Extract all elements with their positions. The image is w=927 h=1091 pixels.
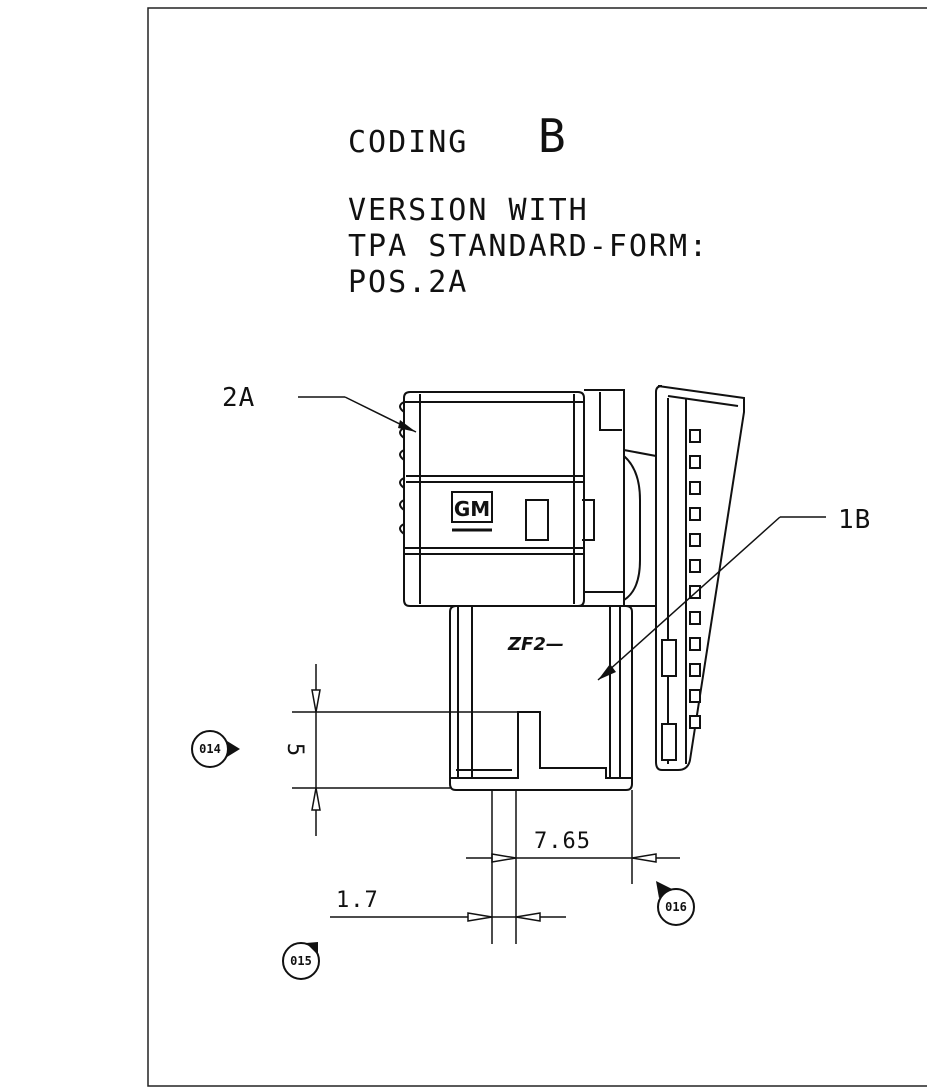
coding-letter: B bbox=[538, 109, 566, 163]
tpa-rail bbox=[655, 385, 745, 771]
dim-label-5: 5 bbox=[282, 743, 307, 757]
dim-label-1-7: 1.7 bbox=[336, 888, 379, 913]
svg-text:016: 016 bbox=[665, 900, 687, 914]
version-line-3: POS.2A bbox=[348, 265, 468, 300]
svg-text:GM: GM bbox=[454, 497, 490, 521]
coding-label: CODING bbox=[348, 125, 468, 160]
callout-2a: 2A bbox=[222, 383, 255, 413]
leader-2a bbox=[298, 396, 417, 433]
version-line-2: TPA STANDARD-FORM: bbox=[348, 229, 709, 264]
gm-logo: GM bbox=[451, 491, 493, 532]
svg-text:014: 014 bbox=[199, 742, 221, 756]
bubble-014: 014 bbox=[191, 730, 240, 768]
callout-1b: 1B bbox=[838, 505, 871, 535]
dimension-1-7 bbox=[330, 790, 566, 944]
svg-text:015: 015 bbox=[290, 954, 312, 968]
bubble-016: 016 bbox=[656, 881, 695, 926]
leader-1b bbox=[597, 516, 826, 681]
window-slot bbox=[525, 499, 549, 541]
dimension-5 bbox=[292, 664, 520, 836]
version-line-1: VERSION WITH bbox=[348, 193, 589, 228]
part-marking: ZF2— bbox=[507, 634, 564, 655]
dimension-7-65 bbox=[466, 790, 680, 944]
dim-label-7-65: 7.65 bbox=[534, 829, 591, 854]
bubble-015: 015 bbox=[282, 942, 320, 980]
coding-lower-body bbox=[449, 605, 633, 791]
